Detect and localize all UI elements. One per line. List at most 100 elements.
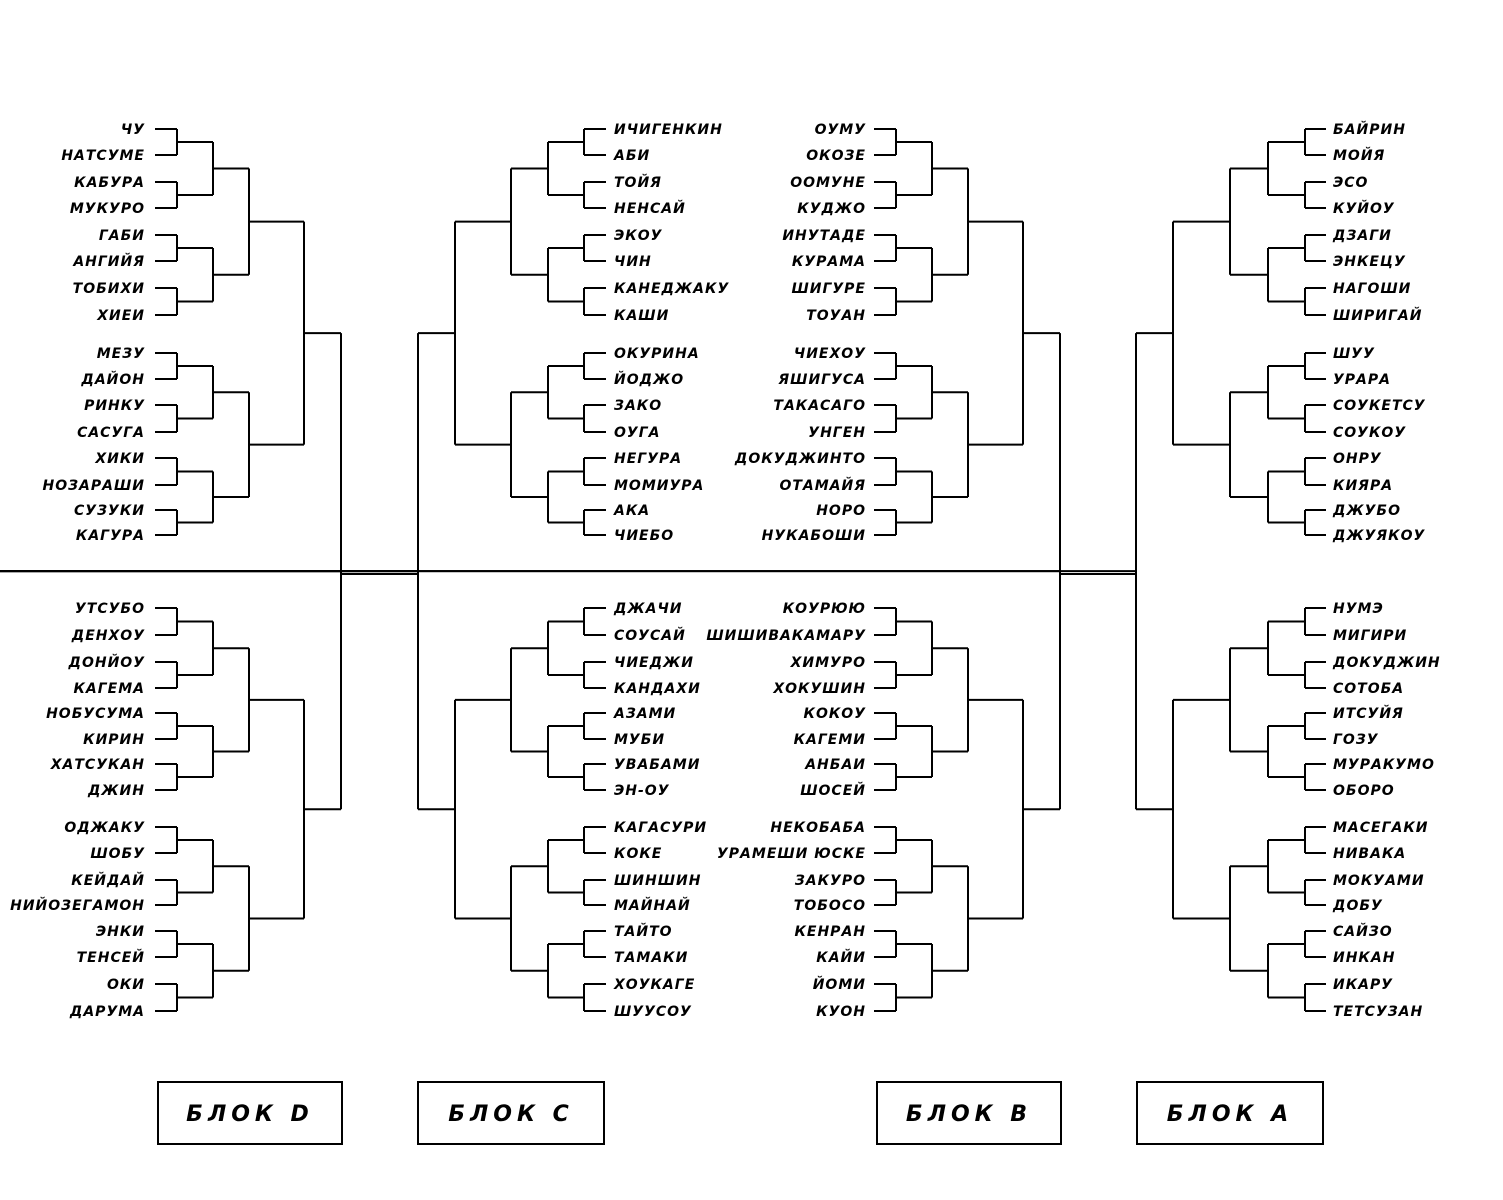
player-name: КАНЕДЖАКУ [614,281,729,297]
player-name: ТОБОСО [794,898,866,914]
player-name: НАТСУМЕ [61,148,145,164]
player-name: ХИМУРО [790,655,866,671]
player-name: ДОКУДЖИНТО [734,451,866,467]
player-name: НУМЭ [1333,601,1384,617]
player-name: МЕЗУ [97,346,145,362]
player-name: НАГОШИ [1333,281,1411,297]
player-name: ДЖИН [87,783,145,799]
block-label-box [876,1081,1062,1145]
player-name: ИНКАН [1333,950,1395,966]
player-name: ШУУ [1333,346,1375,362]
player-name: ЭН-ОУ [614,783,670,799]
player-name: НОБУСУМА [46,706,145,722]
player-name: МОЙЯ [1333,147,1385,164]
player-name: КУЙОУ [1333,200,1395,217]
block-label-box [1136,1081,1324,1145]
player-name: ШОБУ [90,846,145,862]
player-name: СОУКОУ [1333,425,1406,441]
player-name: КАГЕМИ [794,732,866,748]
player-name: МУБИ [614,732,665,748]
player-name: ЯШИГУСА [777,372,866,388]
player-name: ЭНКЕЦУ [1333,254,1406,270]
player-name: ШОСЕЙ [800,782,866,799]
player-name: АЗАМИ [613,706,676,722]
player-name: ИНУТАДЕ [782,228,866,244]
player-name: КУДЖО [797,201,866,217]
player-name: ЧИЕБО [614,528,674,544]
player-name: ГОЗУ [1333,732,1379,748]
player-name: МУРАКУМО [1333,757,1435,773]
player-name: УРАМЕШИ ЮСКЕ [717,846,866,862]
player-name: ХАТСУКАН [50,757,145,773]
player-name: ОТАМАЙЯ [779,477,866,494]
player-name: КУОН [816,1004,866,1020]
player-name: ДЗАГИ [1332,228,1392,244]
player-name: ЧИН [614,254,652,270]
player-name: НИЙОЗЕГАМОН [10,897,145,914]
player-name: ЗАКУРО [795,873,866,889]
player-name: ДОНЙОУ [68,654,146,671]
player-name: ОКУРИНА [614,346,700,362]
player-name: УРАРА [1333,372,1391,388]
player-name: ШУУСОУ [614,1004,692,1020]
block-label: БЛОК A [1167,1102,1293,1127]
player-name: НЕГУРА [614,451,682,467]
player-name: КОКОУ [804,706,867,722]
player-name: АНГИЙЯ [72,253,145,270]
player-name: ЭСО [1333,175,1368,191]
player-name: НУКАБОШИ [762,528,866,544]
player-name: АНБАИ [804,757,866,773]
player-name: ОДЖАКУ [64,820,145,836]
player-name: КОКЕ [614,846,662,862]
player-name: ТАКАСАГО [773,398,866,414]
block-label: БЛОК D [186,1102,314,1127]
player-name: МОМИУРА [614,478,704,494]
player-name: ДОКУДЖИН [1332,655,1441,671]
player-name: КИЯРА [1333,478,1393,494]
player-name: ЭНКИ [96,924,145,940]
player-name: ОКИ [107,977,145,993]
player-name: ТЕНСЕЙ [77,949,145,966]
player-name: ГАБИ [99,228,145,244]
player-name: ДЖУЯКОУ [1332,528,1426,544]
player-name: ШИГУРЕ [791,281,866,297]
player-name: ТОЙЯ [614,174,662,191]
player-name: САСУГА [77,425,145,441]
player-name: ШИРИГАЙ [1333,307,1422,324]
player-name: УВАБАМИ [614,757,700,773]
player-name: ШИНШИН [614,873,701,889]
player-name: БАЙРИН [1333,121,1406,138]
player-name: НЕНСАЙ [614,200,686,217]
player-name: РИНКУ [84,398,145,414]
player-name: УНГЕН [808,425,866,441]
player-name: КАГЕМА [73,681,145,697]
player-name: ХИЕИ [96,308,145,324]
player-name: МАСЕГАКИ [1333,820,1429,836]
player-name: ДЖУБО [1332,503,1401,519]
player-name: ОУГА [614,425,660,441]
player-name: ХИКИ [94,451,145,467]
player-name: ЙОДЖО [614,371,684,388]
player-name: ИТСУЙЯ [1333,705,1404,722]
player-name: НОРО [816,503,866,519]
player-name: ТОБИХИ [73,281,145,297]
player-name: ЧУ [121,122,145,138]
player-name: ИКАРУ [1333,977,1393,993]
player-name: ТАЙТО [614,923,673,940]
player-name: МИГИРИ [1333,628,1407,644]
player-name: ХОКУШИН [772,681,866,697]
player-name: ДЕНХОУ [71,628,145,644]
player-name: КАГУРА [76,528,145,544]
player-name: СОУСАЙ [614,627,686,644]
player-name: ДАРУМА [69,1004,145,1020]
player-name: КИРИН [83,732,145,748]
player-name: ЗАКО [614,398,662,414]
player-name: ДАЙОН [80,371,145,388]
player-name: КЕЙДАЙ [71,872,145,889]
block-label-box [157,1081,343,1145]
player-name: КАБУРА [74,175,145,191]
player-name: СОТОБА [1333,681,1404,697]
block-label: БЛОК B [906,1102,1032,1127]
